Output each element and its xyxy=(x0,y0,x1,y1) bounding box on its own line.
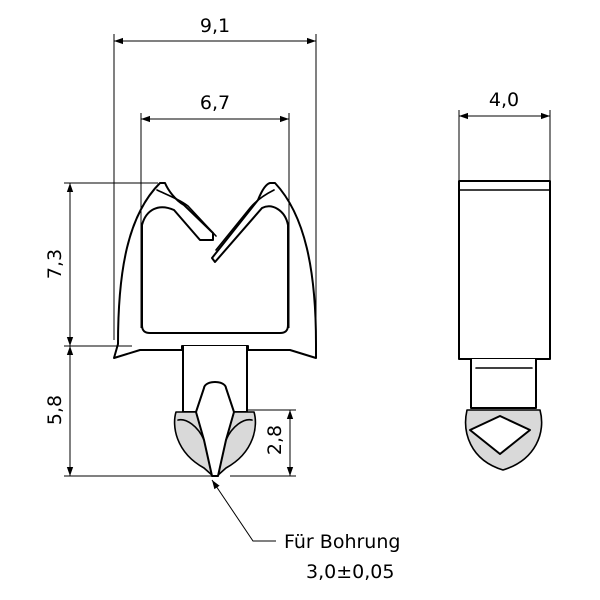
side-view xyxy=(458,180,551,471)
note-leader xyxy=(211,479,276,542)
right-flex-arm xyxy=(215,189,275,251)
dim-pin-height-label: 2,8 xyxy=(264,425,286,455)
note-line-2: 3,0±0,05 xyxy=(306,561,394,583)
dim-side-width-label: 4,0 xyxy=(489,89,519,111)
dim-overall-width-label: 9,1 xyxy=(200,15,230,37)
dimension-lines xyxy=(64,34,551,542)
dim-lower-height-label: 5,8 xyxy=(44,395,66,425)
snap-inner-right xyxy=(225,418,253,441)
side-head-facet xyxy=(469,415,531,455)
side-body xyxy=(458,180,551,360)
snap-inner-left xyxy=(177,418,205,441)
side-stem xyxy=(470,358,537,409)
clip-body-outline xyxy=(113,182,317,359)
left-flex-arm xyxy=(156,189,217,237)
dim-upper-height-label: 7,3 xyxy=(44,249,66,279)
front-view xyxy=(113,182,317,477)
dim-inner-width-label: 6,7 xyxy=(200,92,230,114)
snap-slot xyxy=(195,381,235,477)
note-line-1: Für Bohrung xyxy=(284,531,400,553)
